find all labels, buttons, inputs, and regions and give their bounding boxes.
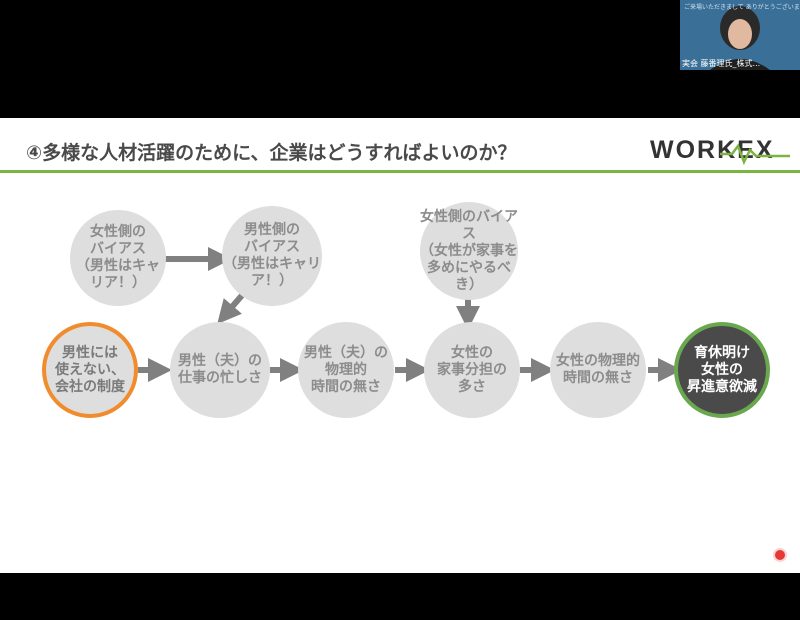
presentation-slide: ④多様な人材活躍のために、企業はどうすればよいのか？ WORKEX 女性側の バ… <box>0 118 800 573</box>
logo-text: WORK <box>650 136 738 164</box>
node-husband-no-time: 男性（夫）の 物理的 時間の無さ <box>298 322 394 418</box>
webcam-person-image <box>680 0 800 70</box>
node-bias-women-housework: 女性側のバイアス （女性が家事を 多めにやるべき） <box>420 202 518 300</box>
arrow-layer <box>138 247 682 382</box>
recording-indicator-icon <box>773 548 787 562</box>
logo-wave-icon <box>720 143 790 166</box>
node-women-housework-share: 女性の 家事分担の 多さ <box>424 322 520 418</box>
node-bias-women-top: 女性側の バイアス （男性はキャリア！） <box>70 210 166 306</box>
node-men-cannot-use: 男性には 使えない、 会社の制度 <box>42 322 138 418</box>
webcam-caption: ご来場いただきまして ありがとうございます <box>684 4 800 11</box>
node-husband-busy: 男性（夫）の 仕事の忙しさ <box>170 322 270 418</box>
title-underline <box>0 170 800 173</box>
node-bias-men-top: 男性側の バイアス （男性はキャリア！） <box>222 206 322 306</box>
arrow-bias-men-to-husband-busy <box>217 291 247 325</box>
webcam-participant-name: 実会 藤番理氏_株式... <box>682 59 761 68</box>
webcam-thumbnail[interactable]: ご来場いただきまして ありがとうございます 実会 藤番理氏_株式... <box>680 0 800 70</box>
slide-title: ④多様な人材活躍のために、企業はどうすればよいのか？ <box>26 142 517 164</box>
node-women-no-time: 女性の物理的 時間の無さ <box>550 322 646 418</box>
node-result: 育休明け 女性の 昇進意欲減 <box>674 322 770 418</box>
